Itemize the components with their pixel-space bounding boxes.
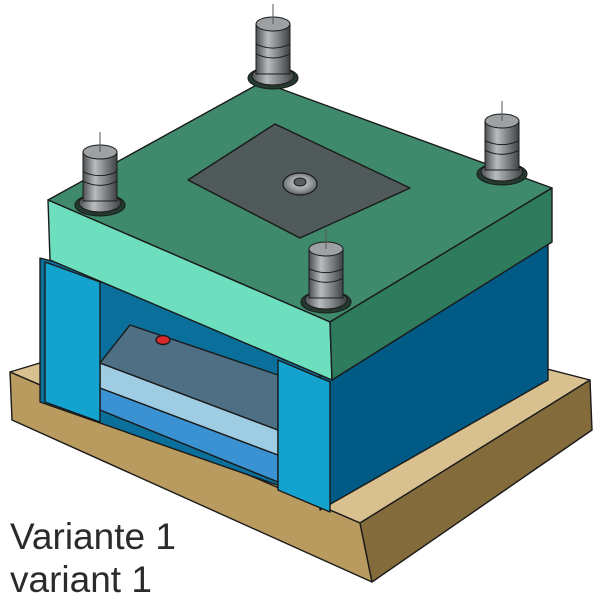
red-dot-marker-icon	[155, 334, 171, 346]
upper-plate	[47, 81, 553, 381]
pillar-groove	[484, 140, 520, 146]
pillar-groove	[255, 53, 291, 59]
pillar-groove	[308, 277, 344, 283]
guide-pillar-icon	[476, 101, 528, 186]
upper-plate-right	[329, 187, 553, 381]
pillar-groove	[308, 268, 344, 274]
pillar-body	[255, 23, 291, 75]
right-support-front	[277, 359, 331, 513]
caption-line-en: variant 1	[10, 559, 152, 595]
pillar-groove	[484, 149, 520, 155]
guide-pillar-icon	[74, 132, 126, 217]
guide-pillar-icon	[247, 4, 299, 90]
base-plate-right	[359, 379, 593, 583]
front-supports	[44, 261, 331, 513]
guide-pillars	[74, 4, 528, 314]
pillar-groove	[82, 171, 118, 177]
pillar-body	[308, 248, 344, 299]
guide-pillar-icon	[300, 229, 352, 314]
pillar-body	[82, 151, 118, 202]
sprue-hole	[293, 177, 307, 187]
caption-line-de: Variante 1	[10, 516, 176, 557]
pillar-groove	[82, 180, 118, 186]
pillar-groove	[255, 43, 291, 49]
part-hidden-edge	[99, 409, 279, 483]
left-support-front	[44, 261, 101, 423]
pillar-body	[484, 120, 520, 171]
